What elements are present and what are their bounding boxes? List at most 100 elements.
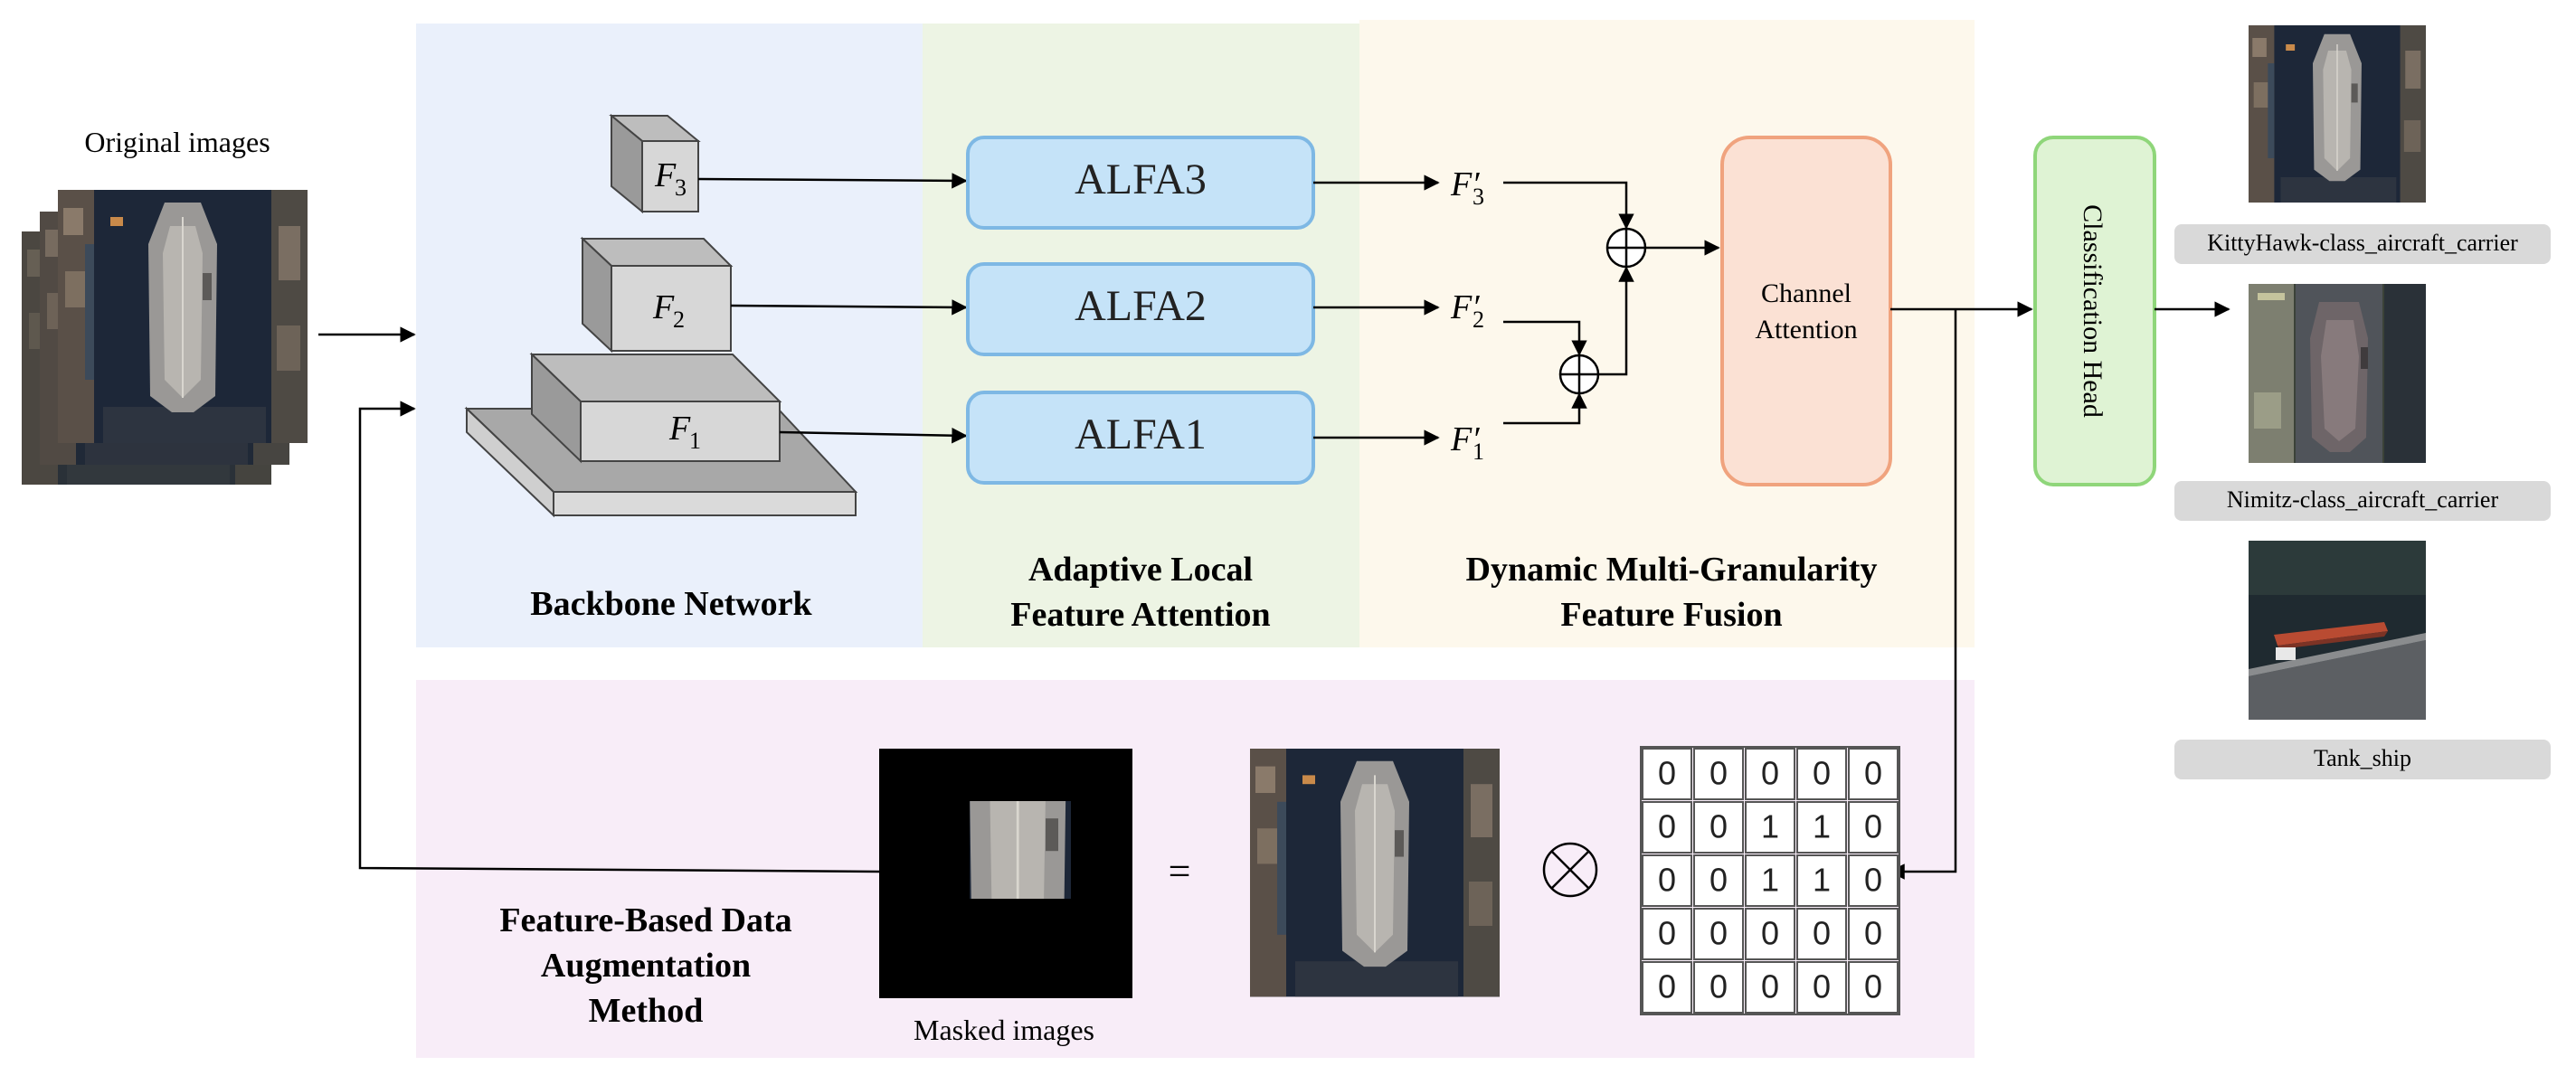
mask-cell	[1848, 908, 1899, 960]
f3-prime-var: F′	[1450, 165, 1480, 203]
mask-cell	[1693, 748, 1744, 800]
mask-cell	[1693, 908, 1744, 960]
f2-prime-to-sum-arrow	[1503, 320, 1587, 356]
mask-cell	[1796, 748, 1847, 800]
sum-lower-icon	[1558, 354, 1600, 395]
f2-var: F	[652, 288, 675, 326]
original-images-stack	[21, 189, 308, 486]
mask-cell-value: 0	[1709, 968, 1728, 1005]
mask-cell-value: 0	[1761, 968, 1779, 1005]
augmentation-title-line2: Augmentation	[541, 947, 751, 985]
mask-cell-value: 0	[1658, 862, 1676, 899]
mask-cell-value: 0	[1658, 755, 1676, 792]
mask-cell-value: 0	[1709, 808, 1728, 845]
mask-cell-value: 1	[1761, 862, 1779, 899]
f1-prime-sub: 1	[1473, 439, 1484, 465]
backbone-title: Backbone Network	[530, 585, 812, 623]
original-images-label: Original images	[84, 126, 270, 158]
mask-cell-value: 0	[1658, 808, 1676, 845]
augmentation-title-line1: Feature-Based Data	[499, 901, 791, 939]
f3-to-alfa3-arrow	[697, 173, 968, 189]
mask-cell-value: 0	[1709, 915, 1728, 952]
equals-sign: =	[1169, 849, 1191, 893]
masked-images-label: Masked images	[914, 1014, 1094, 1046]
f2-sub: 2	[673, 307, 685, 333]
mask-cell-value: 0	[1709, 755, 1728, 792]
classification-head-block	[2033, 136, 2156, 486]
alfa2-label: ALFA2	[1075, 282, 1207, 330]
masked-image	[879, 749, 1132, 998]
alfa-title-line1: Adaptive Local	[1028, 551, 1253, 589]
multiply-icon	[1542, 842, 1598, 898]
alfa-title-line2: Feature Attention	[1010, 596, 1270, 634]
mask-cell	[1642, 748, 1692, 800]
mask-cell	[1745, 961, 1795, 1014]
mask-cell-value: 0	[1709, 862, 1728, 899]
mask-cell-value: 0	[1864, 808, 1882, 845]
output-label-nimitz: Nimitz-class_aircraft_carrier	[2227, 486, 2499, 513]
f2-to-alfa2-arrow	[730, 299, 968, 316]
mask-cell-value: 0	[1813, 915, 1831, 952]
classification-head-label: Classification Head	[2078, 204, 2107, 418]
output-label-kittyhawk-pill	[2174, 224, 2551, 264]
mask-cell-value: 1	[1813, 808, 1831, 845]
f1-to-alfa1-arrow	[779, 427, 968, 444]
mask-cell	[1796, 801, 1847, 854]
alfa3-label: ALFA3	[1075, 156, 1207, 203]
mask-cell	[1745, 854, 1795, 907]
alfa1-label: ALFA1	[1075, 410, 1207, 458]
output-image-kittyhawk	[2248, 24, 2427, 203]
f3-sub: 3	[675, 175, 687, 201]
fusion-title-line2: Feature Fusion	[1560, 596, 1782, 634]
f2-prime-sub: 2	[1473, 307, 1484, 333]
f3-prime-to-sum-arrow	[1503, 181, 1634, 230]
mask-cell-value: 0	[1761, 915, 1779, 952]
mask-cell	[1745, 801, 1795, 854]
mask-cell	[1642, 854, 1692, 907]
feature-cube-f2: F 2	[580, 236, 734, 354]
feature-cube-f1: F 1	[529, 352, 782, 464]
attention-to-mask-arrow	[1889, 309, 1957, 880]
mask-cell	[1848, 748, 1899, 800]
f3-var: F	[654, 156, 677, 194]
mask-cell	[1745, 748, 1795, 800]
masked-to-backbone-arrow	[358, 401, 880, 873]
mask-cell	[1642, 961, 1692, 1014]
mask-cell-value: 1	[1761, 808, 1779, 845]
output-label-tanker-pill	[2174, 740, 2551, 779]
mask-cell	[1796, 908, 1847, 960]
mask-cell-value: 0	[1864, 915, 1882, 952]
mask-cell-value: 0	[1658, 915, 1676, 952]
f1-sub: 1	[689, 428, 701, 454]
f1-prime-to-sum-arrow	[1503, 392, 1587, 425]
alfa2-block	[966, 262, 1315, 356]
mask-cell	[1642, 801, 1692, 854]
f1-var: F	[668, 410, 691, 448]
output-label-tanker: Tank_ship	[2314, 745, 2411, 771]
mask-cell-value: 0	[1864, 755, 1882, 792]
channel-attention-line1: Channel	[1761, 278, 1852, 308]
mask-cell	[1848, 961, 1899, 1014]
sum-upper-icon	[1605, 227, 1647, 269]
augmentation-title-line3: Method	[589, 992, 704, 1030]
mask-cell-value: 0	[1813, 968, 1831, 1005]
channel-attention-line2: Attention	[1755, 315, 1857, 344]
mask-cell	[1796, 854, 1847, 907]
mask-cell	[1693, 961, 1744, 1014]
mask-cell-value: 1	[1813, 862, 1831, 899]
output-image-nimitz	[2249, 284, 2426, 463]
mask-cell-value: 0	[1761, 755, 1779, 792]
mask-cell-value: 0	[1864, 862, 1882, 899]
fusion-title-line1: Dynamic Multi-Granularity	[1466, 551, 1878, 589]
mask-cell-value: 0	[1813, 755, 1831, 792]
f3-prime-sub: 3	[1473, 184, 1484, 210]
channel-attention-block	[1720, 136, 1892, 486]
mask-cell-value: 0	[1864, 968, 1882, 1005]
mask-cell	[1642, 908, 1692, 960]
mask-cell	[1693, 801, 1744, 854]
mask-cell	[1745, 908, 1795, 960]
mask-cell	[1848, 801, 1899, 854]
